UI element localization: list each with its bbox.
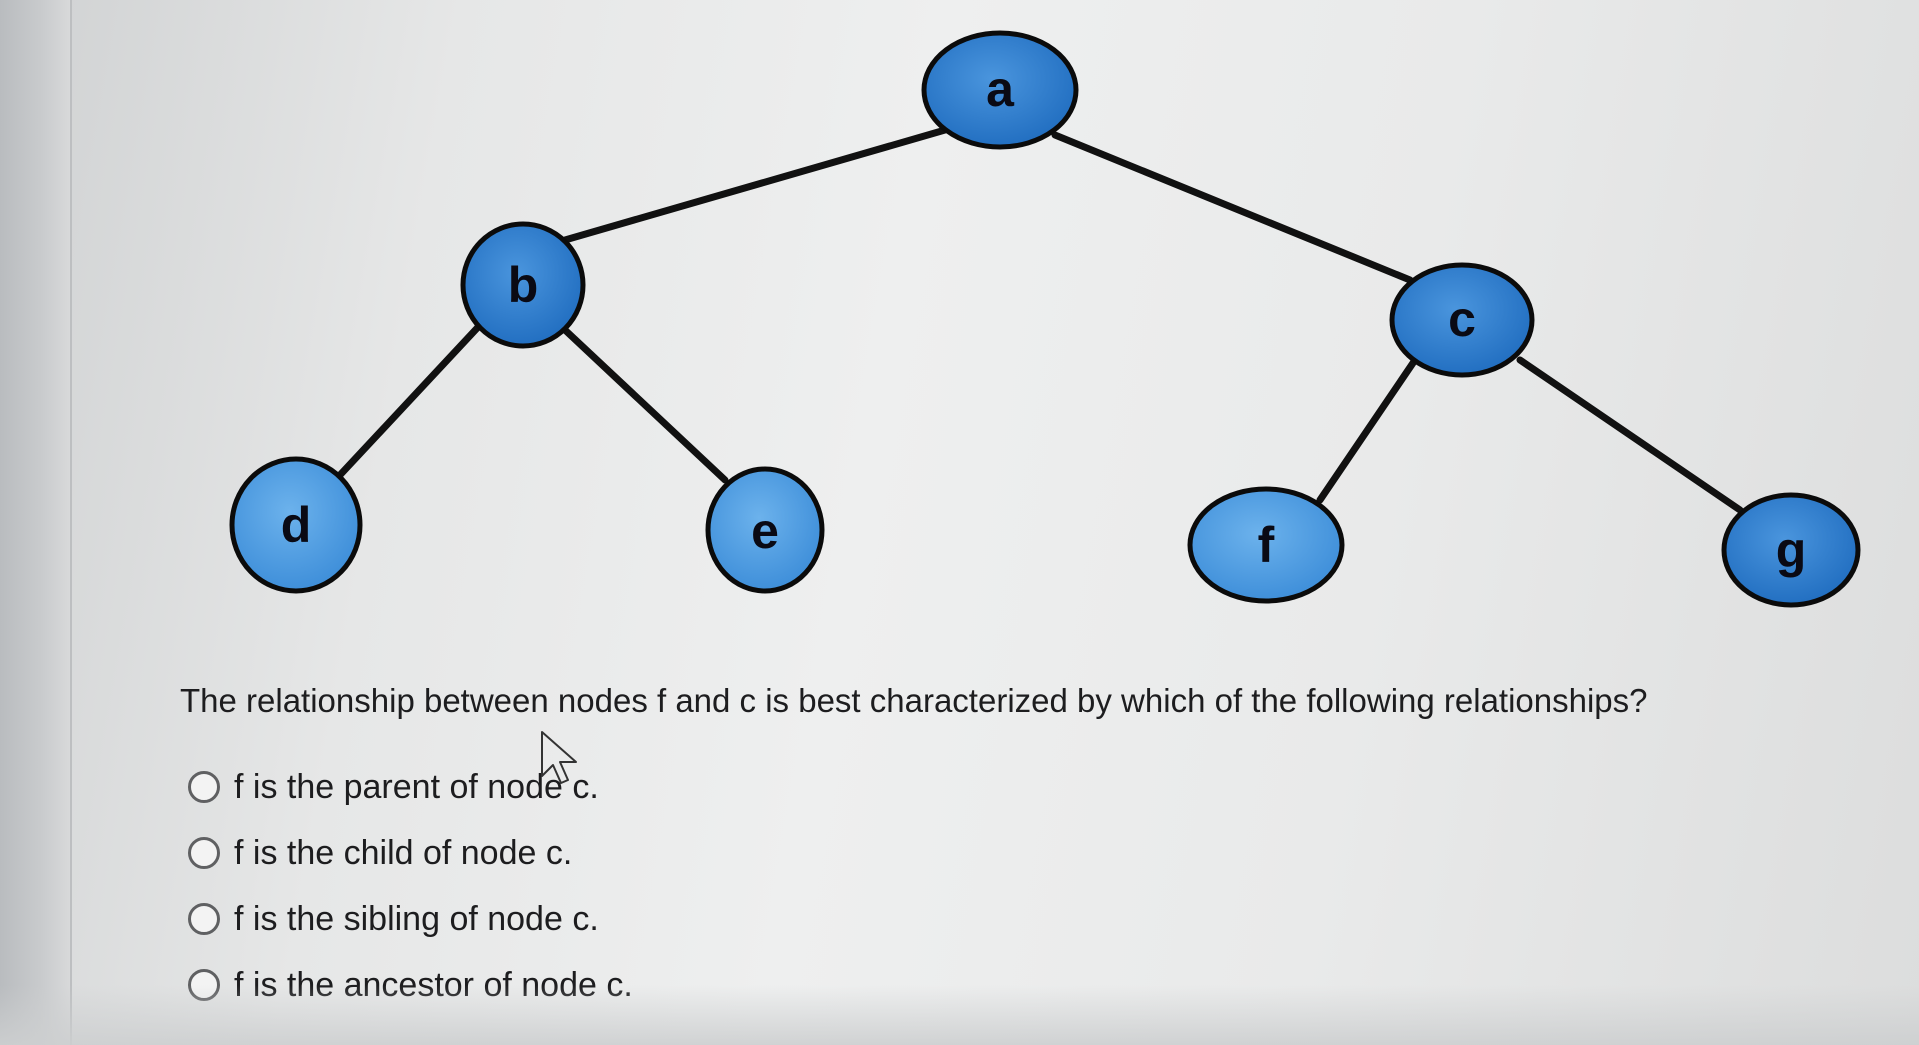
screen-bottom-shade — [0, 985, 1919, 1045]
radio-button[interactable] — [188, 837, 220, 869]
option-child[interactable]: f is the child of node c. — [188, 820, 633, 886]
node-a-label: a — [986, 61, 1015, 117]
option-label: f is the parent of node c. — [234, 767, 599, 806]
radio-button[interactable] — [188, 771, 220, 803]
node-e-label: e — [751, 503, 779, 559]
radio-button[interactable] — [188, 903, 220, 935]
mouse-pointer-icon — [541, 731, 577, 784]
screen-divider — [70, 0, 72, 1045]
node-c: c — [1389, 262, 1535, 378]
node-b-label: b — [508, 257, 539, 313]
node-b: b — [460, 221, 586, 349]
option-label: f is the child of node c. — [234, 833, 573, 872]
edge-a-c — [1051, 131, 1414, 284]
edge-b-e — [561, 326, 729, 484]
binary-tree-diagram: a b c d e f g — [229, 30, 1861, 608]
node-c-label: c — [1448, 291, 1476, 347]
node-a: a — [921, 30, 1079, 150]
node-g: g — [1721, 492, 1861, 608]
node-d-label: d — [281, 497, 312, 553]
node-d: d — [229, 456, 363, 594]
edge-c-g — [1516, 356, 1744, 514]
node-f-label: f — [1258, 517, 1275, 573]
option-parent[interactable]: f is the parent of node c. — [188, 754, 633, 820]
question-text: The relationship between nodes f and c i… — [180, 682, 1648, 719]
answer-options: f is the parent of node c. f is the chil… — [188, 754, 633, 1018]
edge-c-f — [1316, 356, 1419, 504]
node-f: f — [1187, 486, 1345, 604]
edge-a-b — [561, 126, 949, 244]
option-label: f is the sibling of node c. — [234, 899, 599, 938]
edge-b-d — [336, 321, 484, 479]
node-g-label: g — [1776, 522, 1807, 578]
option-sibling[interactable]: f is the sibling of node c. — [188, 886, 633, 952]
node-e: e — [705, 466, 825, 594]
screen-left-edge — [0, 0, 70, 1045]
